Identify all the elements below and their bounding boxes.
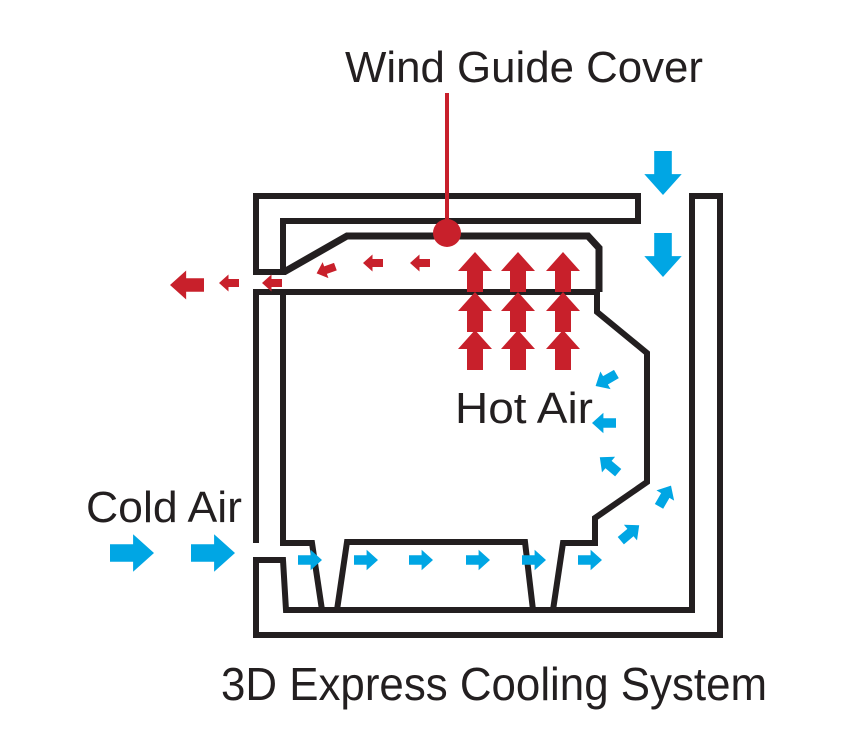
inner-chamber-wall: [253, 289, 650, 611]
hot-air-up-arrow-icon: [546, 292, 580, 332]
wind-guide-pointer-dot: [433, 219, 461, 247]
hot-air-label: Hot Air: [455, 384, 593, 433]
hot-air-up-arrow-icon: [501, 292, 535, 332]
cold-air-flow-arrow-icon: [595, 369, 619, 390]
outer-shell: [253, 193, 723, 638]
cold-air-intake-arrow-icon: [644, 233, 682, 277]
wind-guide-cover: [282, 232, 603, 292]
hot-air-up-arrow-icon: [546, 252, 580, 292]
cold-air-intake-arrow-icon: [110, 534, 154, 572]
cold-air-flow-arrow-icon: [578, 549, 602, 571]
hot-air-up-arrow-icon: [458, 330, 492, 370]
hot-air-up-arrow-icon: [501, 330, 535, 370]
wind-guide-cover-label: Wind Guide Cover: [345, 43, 703, 92]
hot-air-exhaust-arrow-icon: [410, 254, 430, 272]
diagram-title: 3D Express Cooling System: [221, 658, 767, 710]
center-base: [333, 539, 537, 613]
left-partition: [280, 292, 325, 611]
cold-air-flow-arrow-icon: [522, 549, 546, 571]
hot-air-exhaust-arrow-icon: [170, 270, 204, 300]
hot-air-up-arrow-icon: [501, 252, 535, 292]
cold-air-flow-arrow-icon: [354, 549, 378, 571]
chassis-structure: [253, 193, 723, 638]
hot-air-exhaust-arrow-icon: [219, 274, 239, 292]
top-duct: [253, 193, 641, 275]
cold-air-label: Cold Air: [86, 483, 242, 532]
hot-air-up-arrow-icon: [546, 330, 580, 370]
cold-air-flow-arrow-icon: [654, 485, 675, 509]
hot-air-up-arrow-icon: [458, 292, 492, 332]
hot-air-up-arrow-icon: [458, 252, 492, 292]
cold-air-intake-arrow-icon: [644, 151, 682, 195]
cold-air-flow-arrow-icon: [592, 412, 616, 434]
hot-air-exhaust-arrow-icon: [363, 254, 383, 272]
cold-air-flow-arrow-icon: [298, 549, 322, 571]
cold-air-flow-arrow-icon: [409, 549, 433, 571]
hot-air-exhaust-arrow-icon: [262, 274, 282, 292]
cold-air-flow-arrow-icon: [466, 549, 490, 571]
cold-air-intake-arrow-icon: [191, 534, 235, 572]
hot-air-exhaust-arrow-icon: [316, 262, 337, 279]
cold-air-flow-arrow-icon: [599, 456, 622, 477]
cold-air-flow-arrow-icon: [617, 524, 640, 545]
